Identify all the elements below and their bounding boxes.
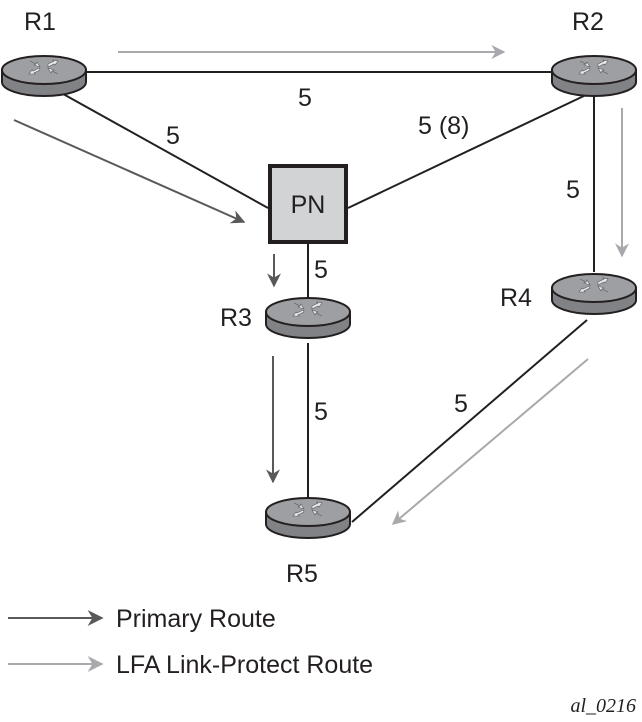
link-r4-r5 xyxy=(351,319,588,523)
metric-r1-pn: 5 xyxy=(166,122,180,150)
links xyxy=(55,71,595,523)
link-r2-pn xyxy=(347,93,589,209)
legend-item-primary: Primary Route xyxy=(8,605,276,633)
legend-label-lfa: LFA Link-Protect Route xyxy=(116,651,373,679)
router-r5[interactable] xyxy=(265,497,351,539)
lfa-arrow-r4-r5 xyxy=(391,358,589,525)
metric-r2-pn: 5 (8) xyxy=(418,112,469,140)
legend: Primary Route LFA Link-Protect Route xyxy=(8,605,373,679)
metric-r1-r2: 5 xyxy=(298,84,312,112)
routes xyxy=(13,45,629,525)
router-r1[interactable] xyxy=(1,55,87,97)
primary-arrow-r1-pn xyxy=(13,119,246,224)
router-r3[interactable] xyxy=(265,297,351,339)
metric-r3-r5: 5 xyxy=(314,398,328,426)
node-label-r3: R3 xyxy=(220,304,252,332)
node-label-r4: R4 xyxy=(500,284,532,312)
node-label-r5: R5 xyxy=(286,560,318,588)
link-r1-pn xyxy=(55,89,269,209)
node-label-r1: R1 xyxy=(24,8,56,36)
legend-item-lfa: LFA Link-Protect Route xyxy=(8,651,373,679)
metric-pn-r3: 5 xyxy=(314,256,328,284)
legend-label-primary: Primary Route xyxy=(116,605,276,633)
router-r2[interactable] xyxy=(551,55,637,97)
metric-r4-r5: 5 xyxy=(454,390,468,418)
figure-id: al_0216 xyxy=(570,695,636,717)
protected-node-pn[interactable]: PN xyxy=(268,164,348,244)
router-r4[interactable] xyxy=(551,273,637,315)
node-label-r2: R2 xyxy=(572,8,604,36)
metric-r2-r4: 5 xyxy=(566,176,580,204)
node-label-pn: PN xyxy=(291,191,326,219)
